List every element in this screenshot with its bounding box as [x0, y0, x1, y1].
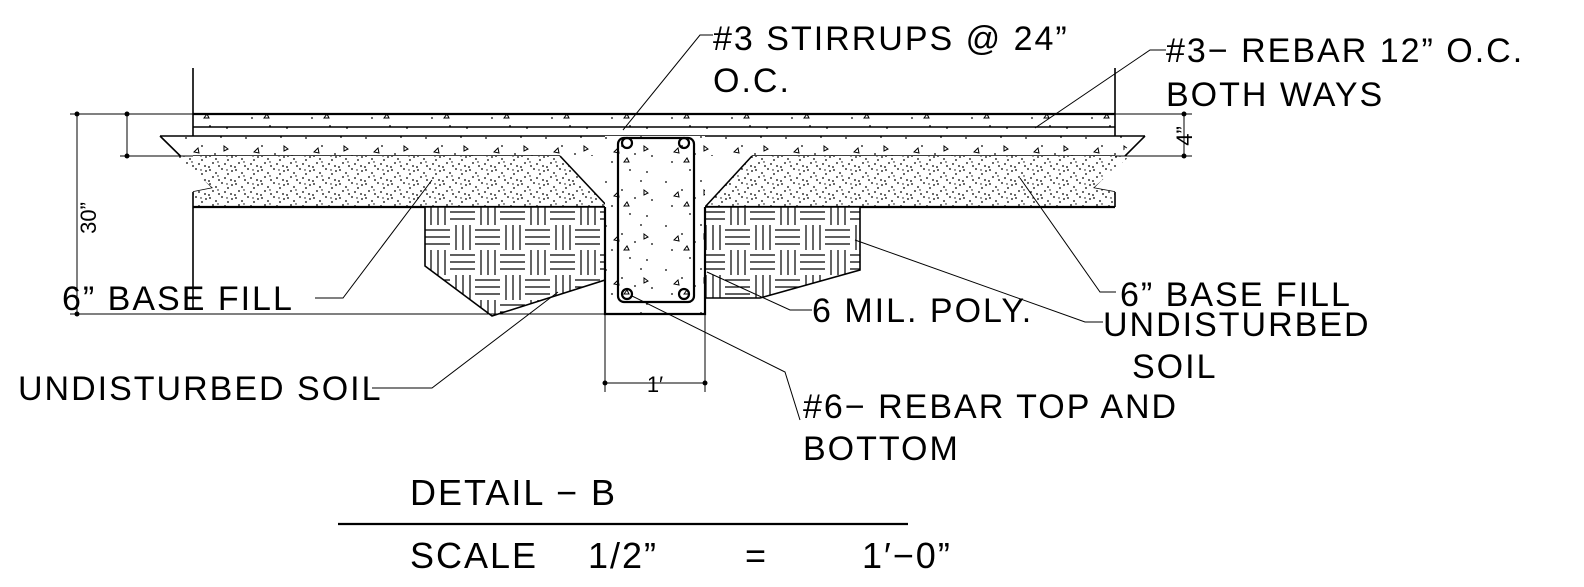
scale-equals: = — [745, 535, 768, 576]
detail-title: DETAIL − B — [410, 472, 617, 513]
detail-title-block: DETAIL − B SCALE 1/2” = 1′−0” — [338, 472, 952, 576]
dimension-slab-depth: 4” — [120, 111, 1197, 159]
scale-label: SCALE — [410, 535, 538, 576]
label-soil-right-2: SOIL — [1132, 348, 1217, 386]
scale-value: 1′−0” — [862, 535, 952, 576]
dim-1ft-label: 1′ — [647, 372, 663, 397]
leader-lines — [315, 34, 1166, 421]
label-soil-left: UNDISTURBED SOIL — [18, 370, 383, 408]
label-poly: 6 MIL. POLY. — [812, 292, 1033, 330]
base-fill-right — [704, 155, 1130, 209]
scale-ratio: 1/2” — [588, 535, 658, 576]
label-rebar-12-both: BOTH WAYS — [1166, 76, 1384, 114]
dimension-total-depth: 30” — [70, 111, 605, 317]
dim-4-label: 4” — [1172, 126, 1197, 146]
dimension-beam-width: 1′ — [602, 314, 708, 397]
label-rebar-6-bottom: BOTTOM — [803, 430, 960, 468]
undisturbed-soil-left — [424, 206, 606, 317]
dim-30-label: 30” — [76, 202, 101, 234]
label-rebar-6: #6− REBAR TOP AND — [803, 388, 1178, 426]
label-base-fill-right: 6” BASE FILL — [1120, 276, 1352, 314]
grade-beam — [603, 136, 707, 316]
label-stirrups-oc: O.C. — [713, 62, 791, 100]
label-soil-right: UNDISTURBED — [1103, 306, 1371, 344]
label-stirrups: #3 STIRRUPS @ 24” — [713, 20, 1069, 58]
label-base-fill-left: 6” BASE FILL — [62, 280, 294, 318]
label-rebar-12: #3− REBAR 12” O.C. — [1166, 32, 1524, 70]
undisturbed-soil-right — [704, 206, 861, 299]
